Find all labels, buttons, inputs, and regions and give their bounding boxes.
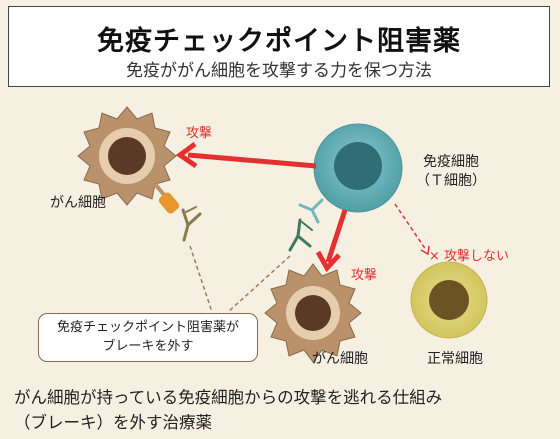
- t-cell-label-line2: （Ｔ細胞）: [416, 173, 486, 189]
- cancer-cell-bottom-label: がん細胞: [312, 351, 368, 367]
- footer-line2: （ブレーキ）を外す治療薬: [14, 413, 212, 432]
- antibody-drug-left: [181, 206, 202, 242]
- cancer-cell-bottom: [264, 263, 362, 363]
- t-cell: [313, 123, 403, 213]
- attack-label-middle: 攻撃: [351, 268, 378, 283]
- page-title: 免疫チェックポイント阻害薬: [97, 26, 461, 57]
- no-attack-arrowhead: [420, 245, 430, 256]
- drug-callout: 免疫チェックポイント阻害薬が ブレーキを外す: [38, 313, 258, 362]
- callout-pointer-left: [189, 245, 213, 313]
- footer-line1: がん細胞が持っている免疫細胞からの攻撃を逃れる仕組み: [14, 388, 443, 407]
- antibody-drug-right: [288, 218, 313, 252]
- title-box: 免疫チェックポイント阻害薬 免疫ががん細胞を攻撃する力を保つ方法: [8, 6, 550, 87]
- attack-arrow-down: [325, 209, 348, 263]
- no-attack-arrow: [394, 203, 427, 251]
- normal-cell-label: 正常細胞: [427, 351, 483, 367]
- no-attack-label: × 攻撃しない: [429, 249, 510, 264]
- pdl1-receptor: [153, 182, 180, 214]
- t-cell-label-line1: 免疫細胞: [423, 154, 479, 170]
- attack-label-top: 攻撃: [186, 126, 213, 141]
- t-cell-label: 免疫細胞 （Ｔ細胞）: [416, 153, 486, 191]
- callout-line1: 免疫チェックポイント阻害薬が: [56, 320, 239, 335]
- pd1-receptor: [298, 198, 324, 224]
- cancer-cell-left-label: がん細胞: [50, 195, 106, 211]
- callout-line2: ブレーキを外す: [102, 339, 194, 354]
- attack-arrowhead-left: [175, 141, 198, 169]
- cancer-cell-left: [77, 106, 177, 206]
- normal-cell: [410, 261, 488, 339]
- attack-arrow-left: [187, 152, 317, 169]
- footer-description: がん細胞が持っている免疫細胞からの攻撃を逃れる仕組み （ブレーキ）を外す治療薬: [14, 385, 442, 435]
- attack-arrowhead-down: [315, 250, 341, 273]
- page-subtitle: 免疫ががん細胞を攻撃する力を保つ方法: [126, 61, 432, 81]
